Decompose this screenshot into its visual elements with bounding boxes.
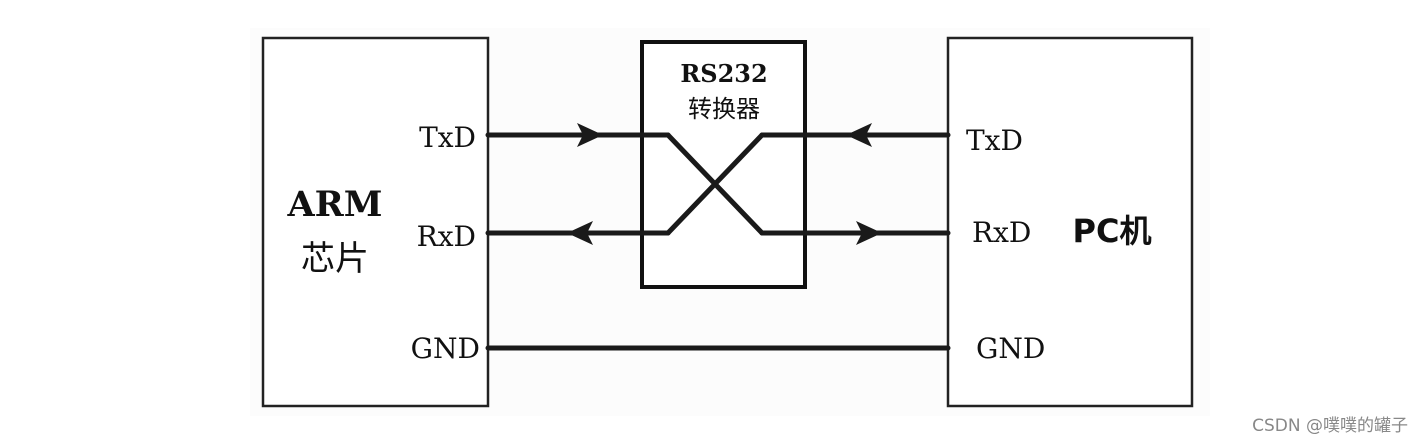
rs232-converter-box xyxy=(640,40,807,289)
pc-txd-arrow-left xyxy=(846,123,872,147)
rs232-converter-subtitle: 转换器 xyxy=(688,95,760,123)
pc-txd-label: TxD xyxy=(966,124,1023,157)
csdn-watermark: CSDN @噗噗的罐子 xyxy=(1252,416,1408,436)
rs232-converter-title: RS232 xyxy=(680,59,767,88)
pc-rxd-label: RxD xyxy=(972,216,1031,249)
pc-box xyxy=(946,36,1194,408)
rs232-converter-block: RS232 转换器 xyxy=(640,40,807,289)
arm-txd-label: TxD xyxy=(419,121,476,154)
arm-chip-title: ARM xyxy=(287,184,383,225)
cross-wire-rxd-to-txd xyxy=(665,132,765,236)
arm-gnd-label: GND xyxy=(411,332,480,365)
arm-rxd-arrow-left xyxy=(567,221,593,245)
pc-rxd-arrow-right xyxy=(856,221,882,245)
arm-chip-block: ARM 芯片 TxD RxD GND xyxy=(261,36,490,408)
pc-block: PC机 TxD RxD GND xyxy=(946,36,1194,408)
arm-chip-box xyxy=(261,36,490,408)
arm-chip-subtitle: 芯片 xyxy=(301,239,369,279)
pc-title: PC机 xyxy=(1073,212,1152,250)
arm-rxd-label: RxD xyxy=(417,220,476,253)
pc-gnd-label: GND xyxy=(976,332,1045,365)
signal-arrows xyxy=(567,123,882,245)
arm-txd-arrow-right xyxy=(577,123,603,147)
